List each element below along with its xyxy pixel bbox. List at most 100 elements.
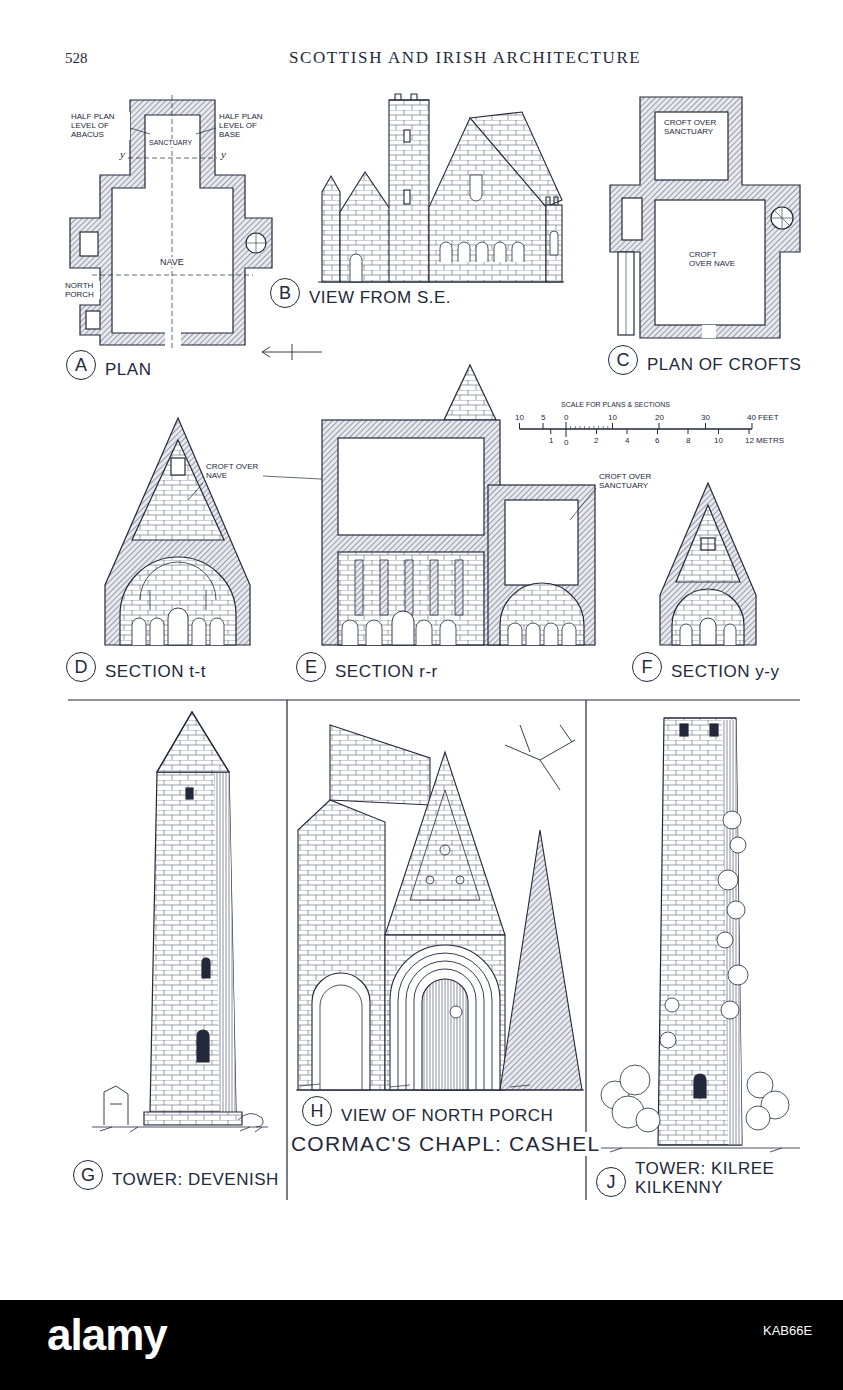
- plan-drawing: [246, 233, 266, 253]
- section-drawing: [660, 483, 756, 645]
- round-tower: [157, 712, 229, 772]
- drawing-label: 40 FEET: [746, 413, 780, 422]
- porch-sketch: [296, 725, 584, 1090]
- round-tower: [746, 1106, 770, 1130]
- section-drawing: [338, 552, 484, 645]
- croft-plan: [702, 325, 716, 338]
- drawing-label: 10: [607, 413, 618, 422]
- figure-key: JTOWER: KILREE KILKENNY: [596, 1160, 797, 1197]
- section-drawing: [505, 500, 578, 585]
- porch-sketch: [312, 973, 370, 1090]
- section-drawing: [322, 420, 500, 645]
- callout-letter: E: [296, 652, 326, 682]
- round-tower: [600, 718, 800, 1152]
- chapel-sketch: [322, 176, 340, 282]
- section-drawing: [355, 560, 463, 615]
- chapel-sketch: [404, 130, 410, 142]
- round-tower: [214, 772, 236, 1112]
- section-drawing: [132, 440, 224, 540]
- round-tower: [658, 718, 742, 1145]
- chapel-sketch: [350, 254, 362, 282]
- round-tower: [694, 1074, 706, 1098]
- chapel-sketch: [440, 242, 524, 262]
- round-tower: [660, 1032, 676, 1048]
- croft-plan: [622, 198, 642, 240]
- callout-letter: B: [270, 278, 300, 308]
- watermark-band: [0, 1300, 843, 1390]
- croft-plan: [655, 112, 728, 180]
- plan-drawing: [70, 95, 322, 360]
- callout-letter: D: [66, 652, 96, 682]
- round-tower: [157, 712, 229, 772]
- drawing-label: CROFT OVER SANCTUARY: [598, 472, 664, 490]
- drawing-label: 4: [624, 436, 630, 445]
- round-tower: [710, 724, 718, 736]
- drawing-label: 8: [685, 436, 691, 445]
- chapel-sketch: [470, 175, 482, 201]
- drawing-label: 0: [563, 413, 569, 422]
- drawing-label: 6: [654, 436, 660, 445]
- porch-sketch: [320, 985, 362, 1090]
- drawing-label: 0: [563, 438, 569, 447]
- chapel-sketch: [340, 172, 392, 282]
- drawing-label: y: [220, 148, 227, 161]
- drawing-label: HALF PLAN LEVEL OF ABACUS: [70, 112, 130, 140]
- scale-bar: [571, 426, 608, 429]
- round-tower: [723, 811, 741, 829]
- figure-key: FSECTION y-y: [632, 652, 781, 682]
- drawing-label: SCALE FOR PLANS & SECTIONS: [560, 401, 671, 409]
- round-tower: [92, 1127, 268, 1132]
- round-tower: [721, 1001, 739, 1019]
- section-drawing: [672, 589, 744, 645]
- figure-caption: SECTION r-r: [333, 663, 440, 682]
- drawing-label: CORMAC'S CHAPL: CASHEL: [290, 1132, 601, 1156]
- porch-sketch: [398, 953, 492, 1090]
- callout-letter: G: [73, 1160, 103, 1190]
- plan-drawing: [130, 128, 216, 134]
- figure-key: BVIEW FROM S.E.: [270, 278, 453, 308]
- section-drawing: [392, 611, 414, 645]
- round-tower: [197, 1030, 209, 1062]
- figure-caption: TOWER: KILREE KILKENNY: [633, 1160, 797, 1197]
- round-tower: [728, 965, 748, 985]
- figure-caption: PLAN OF CROFTS: [645, 356, 803, 375]
- drawing-label: 5: [540, 413, 546, 422]
- chapel-sketch: [318, 94, 564, 282]
- plan-drawing: [70, 100, 272, 345]
- drawing-label: CROFT OVER NAVE: [688, 250, 738, 268]
- croft-plan: [610, 97, 800, 338]
- croft-plan: [618, 252, 634, 335]
- section-drawing: [338, 438, 484, 535]
- round-tower: [660, 811, 748, 1048]
- drawing-label: 1: [548, 436, 554, 445]
- round-tower: [727, 901, 745, 919]
- round-tower: [664, 717, 736, 718]
- chapel-sketch: [318, 282, 564, 283]
- drawing-label: 12 METRS: [744, 436, 785, 445]
- round-tower: [202, 958, 210, 978]
- porch-sketch: [500, 830, 582, 1090]
- round-tower: [658, 1144, 742, 1145]
- figure-key: DSECTION t-t: [66, 652, 208, 682]
- plan-drawing: [165, 332, 181, 346]
- figure-caption: SECTION y-y: [669, 663, 781, 682]
- section-drawing: [660, 483, 756, 645]
- round-tower: [186, 788, 193, 799]
- page-number: 528: [64, 50, 89, 67]
- drawing-label: SANCTUARY: [148, 139, 193, 147]
- section-drawing: [701, 538, 715, 550]
- drawing-label: NORTH PORCH: [64, 281, 100, 299]
- chapel-sketch: [546, 197, 558, 205]
- round-tower: [238, 1113, 263, 1127]
- drawing-label: 20: [654, 413, 665, 422]
- round-tower: [104, 1086, 128, 1125]
- section-drawing: [105, 418, 250, 645]
- callout-letter: J: [596, 1167, 626, 1197]
- section-drawing: [322, 365, 596, 645]
- plan-drawing: [86, 311, 100, 329]
- drawing-label: y: [119, 148, 126, 161]
- round-tower: [636, 1108, 660, 1132]
- section-drawing: [140, 562, 216, 610]
- porch-sketch: [300, 1084, 530, 1087]
